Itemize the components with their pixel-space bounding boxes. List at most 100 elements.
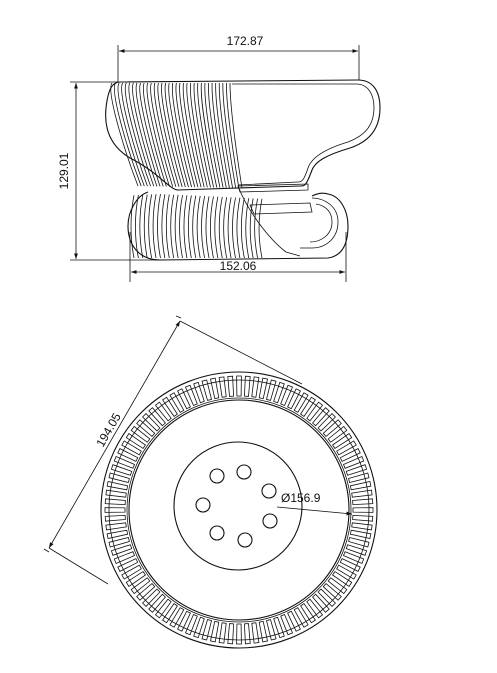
fin: [339, 558, 361, 572]
bowl-rib: [161, 82, 183, 187]
fin: [336, 440, 357, 456]
bowl-rib: [186, 82, 205, 188]
fin: [251, 622, 260, 644]
fin: [121, 564, 142, 580]
bolt-hole: [236, 464, 252, 480]
bowl-rib: [179, 82, 199, 188]
section-line: [237, 185, 301, 257]
fin: [218, 376, 227, 398]
bowl-rib: [215, 82, 230, 188]
fin: [322, 419, 342, 437]
bolt-hole: [209, 525, 225, 541]
fin: [322, 583, 342, 601]
fin: [312, 407, 330, 427]
ring-rib: [165, 194, 170, 259]
ring-rib: [236, 197, 241, 259]
height-label: 129.01: [57, 152, 71, 189]
radial-fins: [104, 375, 374, 645]
fin: [327, 425, 348, 443]
ring-rib: [245, 198, 250, 259]
fin: [130, 577, 151, 595]
bowl-rib: [164, 82, 186, 188]
fin: [227, 623, 235, 645]
bowl-rib: [175, 82, 196, 188]
ring-outline: [127, 191, 349, 261]
ring-rib: [143, 194, 148, 259]
bowl-rib: [226, 82, 240, 189]
bowl-rib: [150, 82, 174, 187]
bowl-rib: [146, 82, 170, 187]
ring-inner-loop: [300, 197, 339, 249]
diagonal-label: 194.05: [93, 410, 124, 449]
fin: [154, 401, 172, 422]
bolt-hole: [195, 497, 211, 513]
fin: [352, 498, 374, 506]
bowl-rib: [132, 82, 158, 187]
fin: [342, 455, 365, 469]
fin: [210, 620, 220, 643]
fin: [243, 375, 251, 397]
fin: [142, 588, 161, 607]
fin: [105, 489, 127, 498]
cut-band-2: [249, 202, 313, 215]
fin: [312, 593, 330, 613]
fin: [349, 481, 372, 491]
fin: [345, 464, 368, 476]
fin: [293, 607, 309, 628]
fin: [210, 377, 220, 400]
fin: [317, 588, 336, 607]
ring-rib: [187, 195, 192, 259]
bolt-hole: [237, 532, 253, 548]
fin: [236, 375, 242, 397]
fin: [293, 392, 309, 413]
bolt-hole: [262, 513, 278, 529]
bowl-rib: [204, 82, 221, 188]
ring-rib: [152, 194, 157, 259]
fin: [193, 616, 205, 639]
ring-rib: [254, 198, 258, 259]
fin: [287, 388, 301, 410]
fin: [349, 529, 372, 539]
fin: [104, 507, 126, 513]
inner-rim: [128, 399, 350, 621]
ring-rib: [201, 196, 206, 259]
fin: [332, 433, 353, 449]
fin: [266, 379, 277, 401]
fin: [266, 619, 277, 641]
bowl-outline: [105, 79, 381, 191]
fin: [332, 571, 353, 587]
bowl-rib: [139, 82, 164, 187]
ring-rib: [192, 195, 197, 259]
fin: [227, 375, 235, 397]
fin: [317, 413, 336, 432]
bowl-rib: [211, 82, 227, 188]
diameter-label: Ø156.9: [281, 491, 321, 505]
fin: [142, 413, 161, 432]
bowl-rib: [208, 82, 224, 188]
ring-rib: [232, 197, 236, 259]
bowl-rib: [157, 82, 180, 187]
ring-rib: [218, 196, 223, 259]
fin: [113, 551, 136, 565]
bowl-rib: [171, 82, 192, 188]
fin: [117, 558, 139, 572]
bowl-rib: [135, 82, 161, 187]
base-width-label: 152.06: [220, 259, 257, 273]
fin: [306, 598, 324, 619]
ring-rib: [161, 194, 166, 259]
fin: [280, 613, 294, 636]
bowl-rib: [197, 82, 215, 188]
bowl-rib: [143, 82, 167, 187]
ring-rib: [196, 195, 201, 259]
fin: [169, 607, 185, 628]
outer-rim-inner: [108, 379, 370, 641]
fin: [105, 522, 127, 531]
fin: [130, 425, 151, 443]
fin: [342, 551, 365, 565]
fin: [177, 610, 191, 632]
fin: [218, 622, 227, 644]
bowl-rib: [218, 82, 233, 188]
fin: [280, 384, 294, 407]
bowl-rib: [168, 82, 189, 188]
ring-rib: [249, 198, 254, 259]
